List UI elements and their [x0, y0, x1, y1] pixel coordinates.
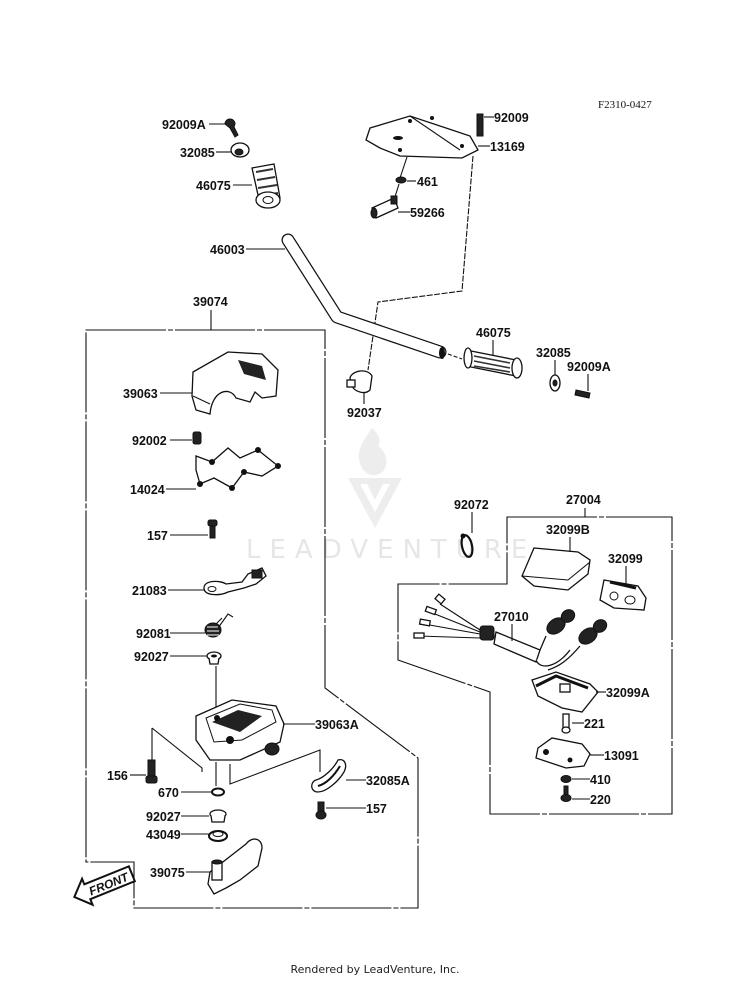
label-32085A: 32085A [366, 774, 410, 788]
label-32099: 32099 [608, 552, 643, 566]
group-label-27004: 27004 [566, 493, 601, 507]
label-46075-top: 46075 [196, 179, 231, 193]
label-410: 410 [590, 773, 611, 787]
label-39063: 39063 [123, 387, 158, 401]
footer-credit: Rendered by LeadVenture, Inc. [290, 963, 460, 976]
label-92081: 92081 [136, 627, 171, 641]
label-92027-a: 92027 [134, 650, 169, 664]
part-32099-housing[interactable] [599, 579, 647, 611]
part-92002-screw[interactable] [192, 431, 202, 445]
part-410-washer[interactable] [560, 775, 572, 783]
part-221-screw[interactable] [561, 713, 571, 734]
label-32099A: 32099A [606, 686, 650, 700]
front-arrow-icon: FRONT [73, 865, 137, 907]
watermark-logo [348, 428, 402, 528]
part-13091-clamp[interactable] [535, 737, 591, 769]
label-13169: 13169 [490, 140, 525, 154]
label-670: 670 [158, 786, 179, 800]
label-157-b: 157 [366, 802, 387, 816]
label-32085-right: 32085 [536, 346, 571, 360]
part-157-bolt-b[interactable] [315, 801, 327, 820]
part-92027-collar-b[interactable] [209, 809, 227, 823]
part-92027-collar-a[interactable] [206, 651, 222, 665]
part-39063-cover[interactable] [191, 351, 279, 415]
part-46075-grip-top[interactable] [251, 163, 281, 209]
label-92009A-top: 92009A [162, 118, 206, 132]
part-670-oring[interactable] [211, 787, 225, 797]
part-92009-bolt[interactable] [476, 113, 484, 137]
part-39075-throttle-lever[interactable] [207, 838, 263, 895]
part-32099B-cover[interactable] [521, 547, 591, 591]
reference-code: F2310-0427 [598, 99, 652, 111]
part-46003-handlebar[interactable] [281, 233, 447, 359]
part-92009A-bolt-right[interactable] [574, 389, 591, 399]
label-92002: 92002 [132, 434, 167, 448]
part-13169-plate[interactable] [365, 115, 479, 159]
label-13091: 13091 [604, 749, 639, 763]
part-156-bolt[interactable] [145, 759, 158, 784]
label-92009: 92009 [494, 111, 529, 125]
label-92009A-right: 92009A [567, 360, 611, 374]
part-46075-grip-right[interactable] [463, 347, 523, 379]
label-32085-top: 32085 [180, 146, 215, 160]
part-32099A-lower-housing[interactable] [531, 671, 599, 713]
part-92072-clip[interactable] [460, 533, 474, 558]
label-46075-right: 46075 [476, 326, 511, 340]
part-14024-gasket[interactable] [195, 447, 281, 491]
watermark-text: LEADVENTURE [246, 535, 536, 565]
part-43049-seal[interactable] [208, 830, 228, 842]
part-32085-weight-right[interactable] [549, 374, 561, 392]
label-92037: 92037 [347, 406, 382, 420]
label-92027-b: 92027 [146, 810, 181, 824]
part-92009A-bolt-top[interactable] [224, 118, 239, 138]
part-32085A-weight[interactable] [311, 758, 347, 793]
label-32099B: 32099B [546, 523, 590, 537]
part-32085-weight-top[interactable] [230, 142, 250, 158]
label-92072: 92072 [454, 498, 489, 512]
label-39063A: 39063A [315, 718, 359, 732]
part-92081-spring[interactable] [204, 613, 234, 638]
label-461: 461 [417, 175, 438, 189]
part-27010-harness[interactable] [413, 593, 609, 671]
part-157-bolt-a[interactable] [207, 519, 218, 539]
label-27010: 27010 [494, 610, 529, 624]
part-461-washer[interactable] [395, 176, 407, 184]
label-220: 220 [590, 793, 611, 807]
label-59266: 59266 [410, 206, 445, 220]
label-156: 156 [107, 769, 128, 783]
label-43049: 43049 [146, 828, 181, 842]
label-157-a: 157 [147, 529, 168, 543]
part-39063A-housing[interactable] [195, 699, 285, 761]
group-outline-39074 [85, 329, 419, 909]
label-46003: 46003 [210, 243, 245, 257]
part-92037-clamp[interactable] [346, 370, 373, 394]
group-outline-27004 [397, 516, 673, 815]
label-21083: 21083 [132, 584, 167, 598]
label-39075: 39075 [150, 866, 185, 880]
part-21083-lever[interactable] [203, 567, 267, 596]
label-221: 221 [584, 717, 605, 731]
group-label-39074: 39074 [193, 295, 228, 309]
part-59266-fitting[interactable] [370, 195, 399, 219]
label-14024: 14024 [130, 483, 165, 497]
part-220-screw[interactable] [560, 785, 572, 802]
